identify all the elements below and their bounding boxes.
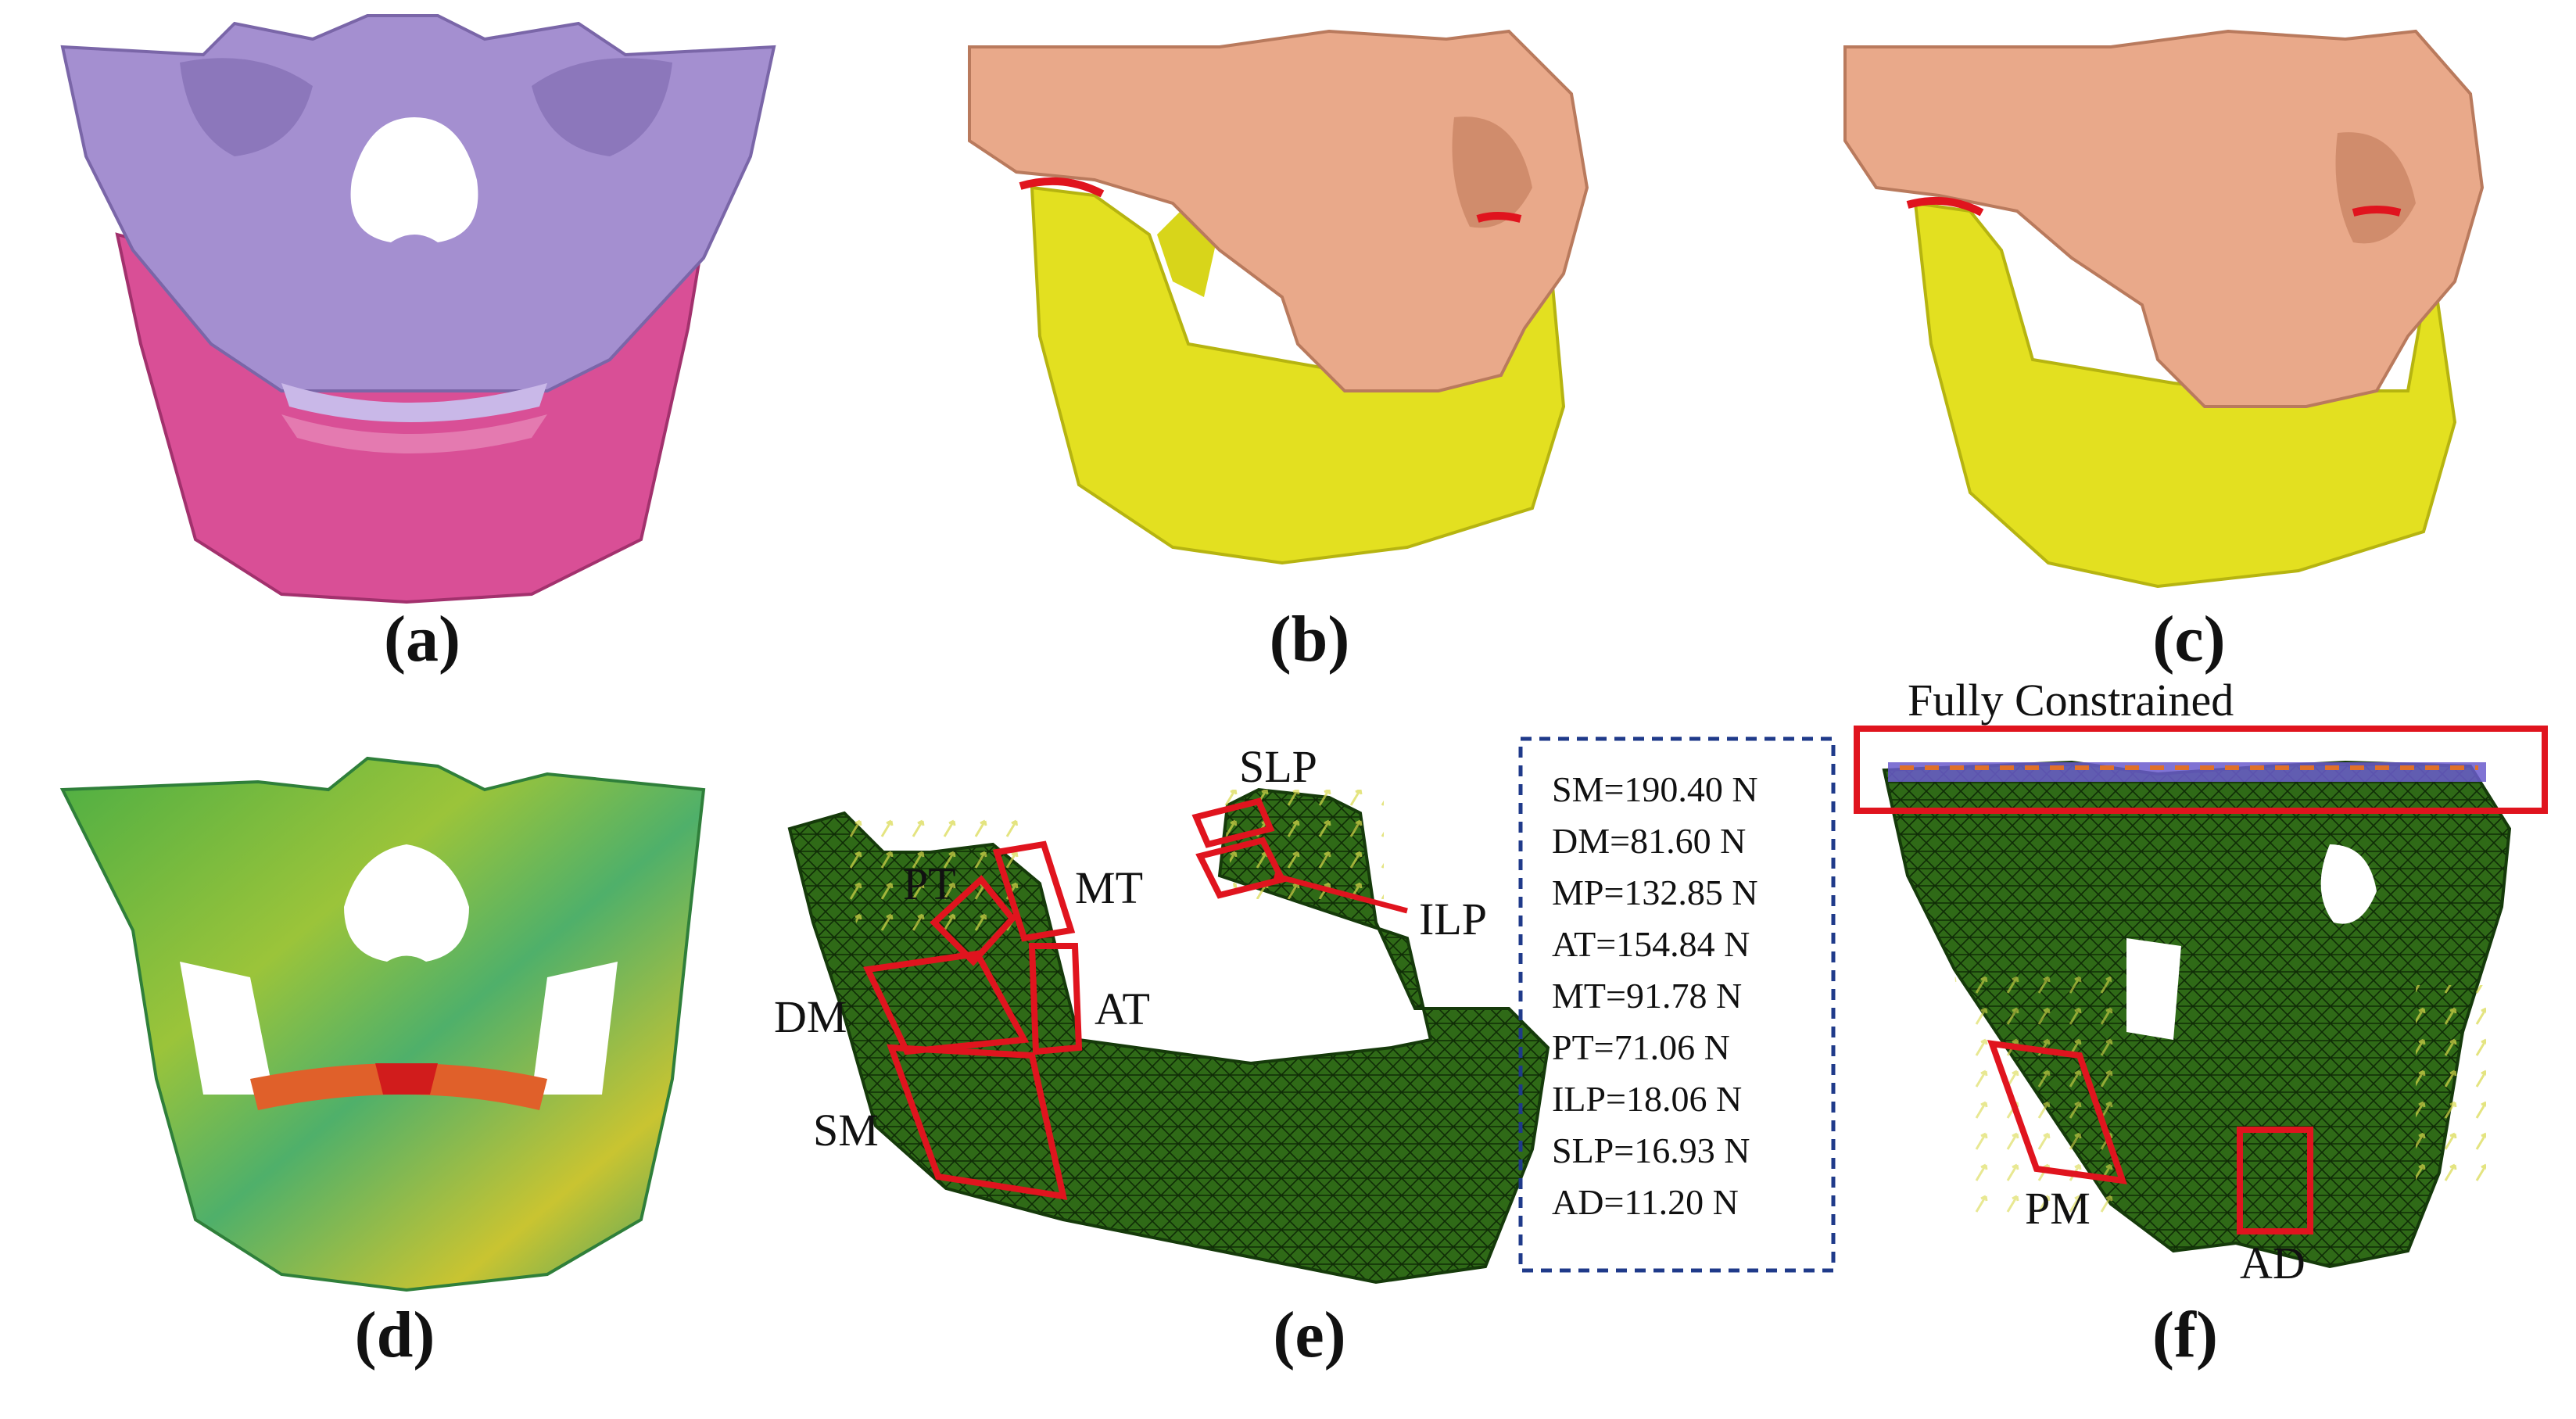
panel-b-articular-disc-contralateral <box>1476 212 1522 223</box>
panel-e-label-ilp: ILP <box>1419 894 1487 944</box>
force-dm: DM=81.60 N <box>1552 821 1746 861</box>
panel-e-box-dm <box>863 950 1030 1055</box>
force-mt: MT=91.78 N <box>1552 976 1742 1016</box>
panel-c-caption: (c) <box>2152 603 2225 675</box>
panel-d-left-ramus-gap <box>180 962 274 1095</box>
panel-f-label-constraint: Fully Constrained <box>1908 675 2234 726</box>
panel-e-label-slp: SLP <box>1239 741 1317 792</box>
force-mp: MP=132.85 N <box>1552 873 1758 912</box>
panel-f-nasal-opening <box>2320 844 2377 924</box>
panel-e-label-pt: PT <box>903 858 956 909</box>
panel-f-box-pm <box>1987 1040 2127 1184</box>
panel-e-box-at <box>1028 943 1083 1055</box>
panel-d-skull-heatmap <box>59 756 706 1292</box>
panel-b-mandible <box>1030 185 1566 565</box>
panel-a-orbit-right <box>532 58 672 156</box>
force-ad: AD=11.20 N <box>1552 1182 1739 1222</box>
panel-e-caption: (e) <box>1273 1299 1345 1371</box>
panel-d-stress-teeth-hot <box>375 1063 438 1095</box>
panel-f-box-constraint <box>1854 726 2548 814</box>
force-at: AT=154.84 N <box>1552 924 1750 964</box>
panel-e-label-dm: DM <box>774 991 847 1042</box>
panel-f-caption: (f) <box>2152 1299 2218 1371</box>
panel-b-caption: (b) <box>1270 603 1350 675</box>
panel-c-articular-disc-contralateral <box>2352 206 2402 217</box>
force-ilp: ILP=18.06 N <box>1552 1079 1742 1119</box>
panel-c-maxilla <box>1843 29 2485 408</box>
panel-a: (a) <box>60 14 776 675</box>
panel-f-label-pm: PM <box>2025 1183 2091 1234</box>
panel-e-ilp-leader <box>1274 873 1408 914</box>
force-slp: SLP=16.93 N <box>1552 1131 1750 1170</box>
panel-b-articular-disc <box>1019 177 1105 198</box>
panel-d-caption: (d) <box>355 1299 435 1371</box>
panel-e-box-pt <box>930 875 1017 966</box>
panel-a-orbit-left <box>180 58 313 156</box>
panel-e-condyle-arrows <box>1220 790 1384 899</box>
panel-f-box-ad <box>2237 1127 2313 1234</box>
force-legend: SM=190.40 N DM=81.60 N MP=132.85 N AT=15… <box>1518 736 1836 1273</box>
panel-f-left-arrows <box>1954 969 2126 1220</box>
panel-e-label-mt: MT <box>1075 862 1143 913</box>
panel-b-orbit <box>1452 116 1532 228</box>
panel-a-nasal-cavity <box>350 117 478 242</box>
panel-b-maxilla <box>968 29 1589 392</box>
panel-d-nasal-cavity <box>344 844 469 962</box>
panel-a-caption: (a) <box>384 603 460 675</box>
panel-d-right-ramus-gap <box>532 962 618 1095</box>
panel-d: (d) <box>59 756 706 1371</box>
panel-c: (c) <box>1843 29 2485 675</box>
panel-e-label-at: AT <box>1095 984 1150 1034</box>
panel-f-constraint-marks <box>1888 762 2486 782</box>
panel-e-box-slp <box>1191 797 1275 848</box>
panel-f-right-arrows <box>2416 985 2486 1188</box>
panel-e-box-sm <box>887 1044 1068 1200</box>
panel-e: PT MT DM AT SM SLP ILP (e) <box>774 741 1550 1371</box>
panel-f: Fully Constrained PM AD (f) <box>1854 675 2548 1371</box>
panel-b: (b) <box>968 29 1589 675</box>
panel-e-ramus-arrows <box>829 813 1032 938</box>
force-pt: PT=71.06 N <box>1552 1027 1730 1067</box>
panel-c-articular-disc <box>1906 196 1984 217</box>
panel-a-teeth <box>281 383 547 422</box>
panel-e-label-sm: SM <box>813 1105 879 1156</box>
panel-f-ramus-gap <box>2126 938 2181 1040</box>
panel-c-mandible <box>1913 201 2457 589</box>
force-sm: SM=190.40 N <box>1552 769 1758 809</box>
panel-e-box-mt <box>992 840 1076 942</box>
force-legend-border <box>1518 736 1836 1273</box>
panel-a-lower-teeth <box>281 414 547 453</box>
panel-f-label-ad: AD <box>2240 1238 2306 1288</box>
